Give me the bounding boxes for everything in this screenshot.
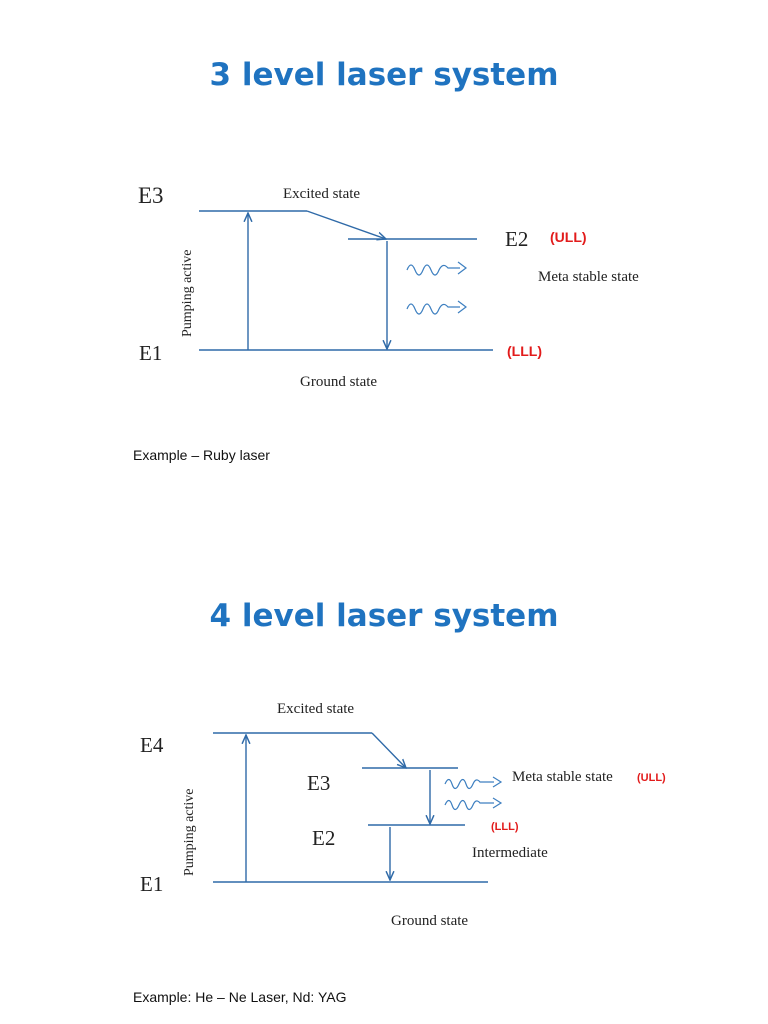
photon-arrowhead-icon	[457, 261, 467, 275]
decay-arrow-e3-e2	[306, 210, 386, 239]
level-label-e3: E3	[138, 183, 164, 208]
pumping-active-label: Pumping active	[182, 789, 197, 877]
level-label-e1: E1	[139, 341, 162, 365]
photon-wave-icon	[444, 799, 494, 811]
photon-arrowhead-icon	[492, 776, 503, 788]
ground-state-label: Ground state	[300, 374, 377, 390]
ull-label: (ULL)	[637, 772, 666, 784]
lll-label: (LLL)	[507, 343, 542, 359]
metastable-state-label: Meta stable state	[512, 769, 613, 785]
photon-wave-icon	[444, 778, 494, 790]
level-label-e2: E2	[505, 227, 528, 251]
metastable-state-label: Meta stable state	[538, 269, 639, 285]
photon-arrowhead-icon	[492, 797, 503, 809]
example-ruby-laser: Example – Ruby laser	[133, 447, 270, 463]
section-title-3-level: 3 level laser system	[209, 57, 559, 93]
decay-arrow-e4-e3	[371, 732, 406, 768]
pumping-active-label: Pumping active	[180, 250, 195, 338]
level-label-e2: E2	[312, 826, 335, 850]
ground-state-label: Ground state	[391, 913, 468, 929]
level-label-e3: E3	[307, 771, 330, 795]
example-he-ne-laser: Example: He – Ne Laser, Nd: YAG	[133, 989, 347, 1005]
photon-wave-icon	[406, 264, 460, 276]
level-label-e1: E1	[140, 872, 163, 896]
photon-arrowhead-icon	[457, 300, 467, 314]
excited-state-label: Excited state	[277, 701, 354, 717]
intermediate-state-label: Intermediate	[472, 845, 548, 861]
lll-label: (LLL)	[491, 821, 519, 833]
level-label-e4: E4	[140, 733, 164, 757]
ull-label: (ULL)	[550, 229, 587, 245]
photon-wave-icon	[406, 303, 460, 315]
excited-state-label: Excited state	[283, 186, 360, 202]
section-title-4-level: 4 level laser system	[209, 598, 559, 634]
